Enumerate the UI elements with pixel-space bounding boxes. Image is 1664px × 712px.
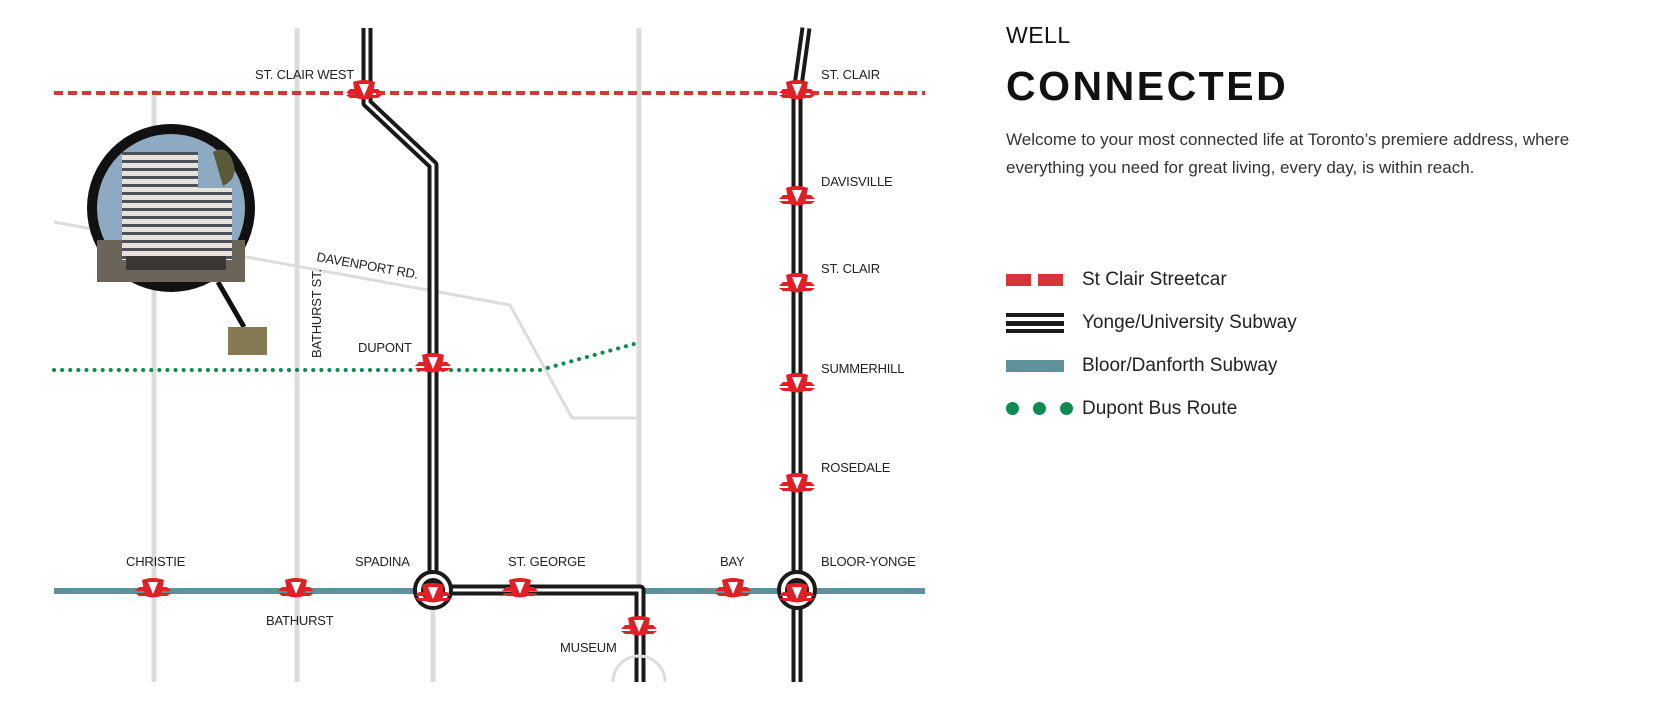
subway-double-line-icon (1006, 312, 1064, 333)
ttc-logo-icon (415, 353, 451, 373)
label-spadina: SPADINA (355, 554, 410, 569)
label-christie: CHRISTIE (126, 554, 186, 569)
label-bathurst-st: BATHURST ST. (309, 269, 324, 358)
street-davenport (53, 220, 639, 420)
legend-label: Bloor/Danforth Subway (1082, 354, 1278, 376)
street-network (53, 28, 642, 682)
building-photo (97, 134, 245, 282)
legend-label: St Clair Streetcar (1082, 268, 1227, 290)
map-legend: St Clair Streetcar Yonge/University Subw… (1006, 258, 1297, 430)
ttc-logo-icon (779, 273, 815, 293)
label-bay: BAY (720, 554, 745, 569)
building-site-marker (228, 327, 267, 355)
legend-label: Dupont Bus Route (1082, 397, 1238, 419)
section-title: CONNECTED (1006, 63, 1289, 109)
ttc-logo-icon (502, 578, 538, 598)
bus-dots-icon (1006, 399, 1073, 419)
transit-map: ST. CLAIR WEST ST. CLAIR DAVISVILLE ST. … (52, 27, 925, 683)
label-summerhill: SUMMERHILL (821, 361, 904, 376)
ttc-logo-icon (135, 578, 171, 598)
intro-text: Welcome to your most connected life at T… (1006, 130, 1570, 177)
station-labels: ST. CLAIR WEST ST. CLAIR DAVISVILLE ST. … (126, 67, 916, 655)
label-rosedale: ROSEDALE (821, 460, 891, 475)
label-st-george: ST. GEORGE (508, 554, 586, 569)
ttc-logo-icon (779, 473, 815, 493)
dupont-bus-route (52, 342, 636, 372)
legend-item-bus: Dupont Bus Route (1006, 387, 1297, 430)
label-davenport-rd: DAVENPORT RD. (315, 249, 419, 282)
label-dupont: DUPONT (358, 340, 412, 355)
streetcar-swatch-icon (1006, 270, 1064, 290)
ttc-logo-icon (621, 616, 657, 636)
label-bloor-yonge: BLOOR-YONGE (821, 554, 916, 569)
ttc-logo-icon (779, 373, 815, 393)
label-museum: MUSEUM (560, 640, 617, 655)
section-eyebrow: WELL (1006, 22, 1071, 48)
building-location (87, 124, 267, 355)
label-st-clair-west: ST. CLAIR WEST (255, 67, 354, 82)
legend-item-yonge: Yonge/University Subway (1006, 301, 1297, 344)
legend-item-bloor: Bloor/Danforth Subway (1006, 344, 1297, 387)
ttc-logo-icon (779, 186, 815, 206)
legend-label: Yonge/University Subway (1082, 311, 1297, 333)
ttc-logo-icon (779, 80, 815, 100)
bloor-line-swatch-icon (1006, 356, 1064, 376)
label-davisville: DAVISVILLE (821, 174, 893, 189)
label-st-clair-2: ST. CLAIR (821, 261, 880, 276)
ttc-logo-icon (346, 80, 382, 100)
ttc-logo-icon (715, 578, 751, 598)
intro-panel: WELL CONNECTED Welcome to your most conn… (1006, 22, 1646, 182)
ttc-logo-icon (278, 578, 314, 598)
callout-pointer (215, 280, 247, 329)
label-bathurst: BATHURST (266, 613, 334, 628)
label-st-clair: ST. CLAIR (821, 67, 880, 82)
legend-item-streetcar: St Clair Streetcar (1006, 258, 1297, 301)
